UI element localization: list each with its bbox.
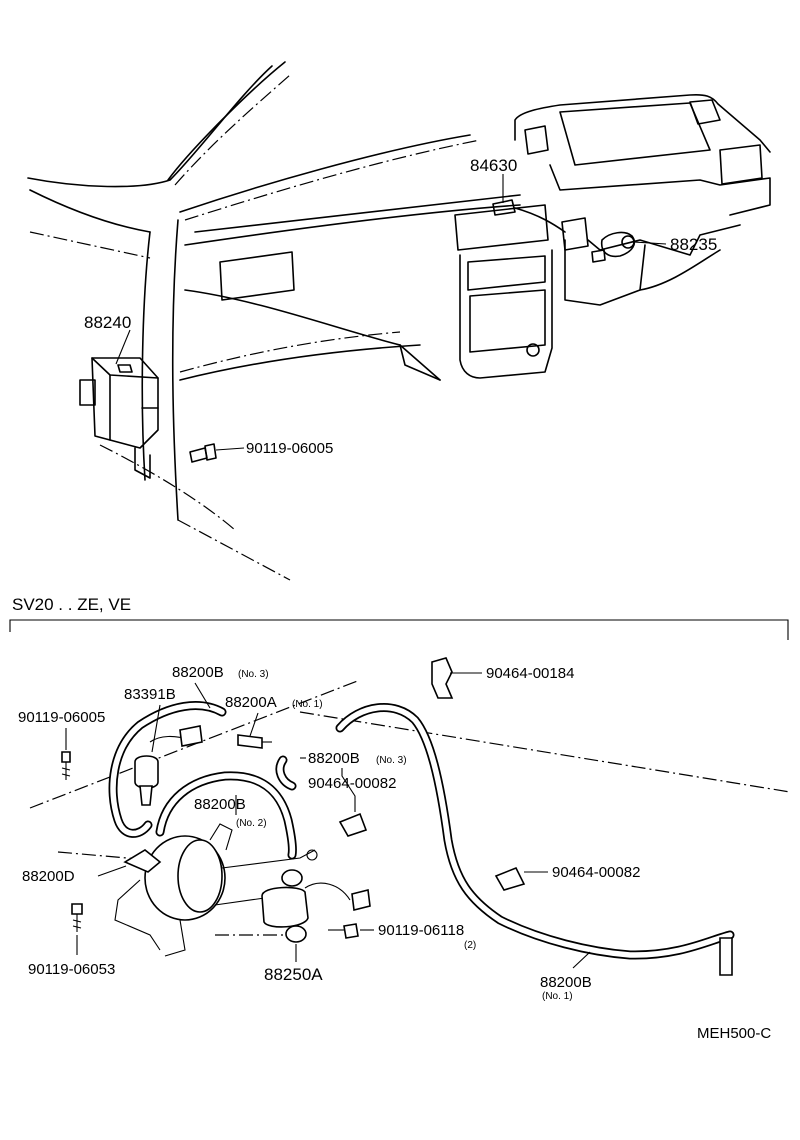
section-title: SV20 . . ZE, VE xyxy=(12,595,131,614)
label-88250a: 88250A xyxy=(264,965,323,984)
label-84630: 84630 xyxy=(470,156,517,175)
bolt-90119-06118-icon xyxy=(328,923,359,939)
section-bracket xyxy=(9,619,789,640)
label-88200a: 88200A xyxy=(225,694,277,711)
clip-90464-00082-a-icon xyxy=(338,812,368,837)
label-90119-06118: 90119-06118 xyxy=(378,922,464,939)
dashboard-illustration xyxy=(27,61,771,581)
part-88200a-connector xyxy=(237,734,272,749)
part-83391b-vsv xyxy=(134,725,203,806)
label-90464-00184: 90464-00184 xyxy=(486,665,574,682)
hose-88200b-no3-short xyxy=(275,755,297,791)
part-88250a-vsv xyxy=(261,869,371,943)
label-88200d: 88200D xyxy=(22,868,75,885)
label-90119-06118-qty: (2) xyxy=(464,940,476,951)
figure-code: MEH500-C xyxy=(697,1025,771,1042)
label-90119-06053: 90119-06053 xyxy=(28,961,115,978)
label-88200b-no3-b: 88200B xyxy=(308,750,360,767)
label-90464-00082-b: 90464-00082 xyxy=(552,864,640,881)
part-88235-shape xyxy=(600,231,636,258)
clip-90464-00082-b-icon xyxy=(494,866,526,891)
label-88200b-no2: 88200B xyxy=(194,796,246,813)
part-88240-shape xyxy=(91,357,159,449)
part-84630-shape xyxy=(492,199,516,216)
hose-88200b-no3 xyxy=(108,701,227,838)
label-90119-06005: 90119-06005 xyxy=(18,709,105,726)
label-88200b-no3-b-sub: (No. 3) xyxy=(376,755,407,766)
label-88240: 88240 xyxy=(84,313,131,332)
label-90119-06005-top: 90119-06005 xyxy=(246,440,333,457)
label-88200b-no2-sub: (No. 2) xyxy=(236,818,267,829)
hose-88200b-no1 xyxy=(335,703,735,960)
label-88235: 88235 xyxy=(670,235,717,254)
clip-90464-00184-icon xyxy=(431,657,454,699)
label-88200b-no1-sub: (No. 1) xyxy=(542,991,573,1002)
hose-88200b-no2 xyxy=(155,771,297,860)
bolt-90119-06005-top-icon xyxy=(189,443,217,463)
bolt-90119-06005-icon xyxy=(61,751,71,780)
hose-end-fitting xyxy=(719,937,733,976)
label-83391b: 83391B xyxy=(124,686,176,703)
label-88200b-no3-a: 88200B xyxy=(172,664,224,681)
bolt-90119-06053-icon xyxy=(71,903,83,932)
label-88200a-sub: (No. 1) xyxy=(292,699,323,710)
part-88200d-actuator xyxy=(114,823,318,957)
label-90464-00082-a: 90464-00082 xyxy=(308,775,396,792)
label-88200b-no3-a-sub: (No. 3) xyxy=(238,669,269,680)
label-88200b-no1: 88200B xyxy=(540,974,592,991)
